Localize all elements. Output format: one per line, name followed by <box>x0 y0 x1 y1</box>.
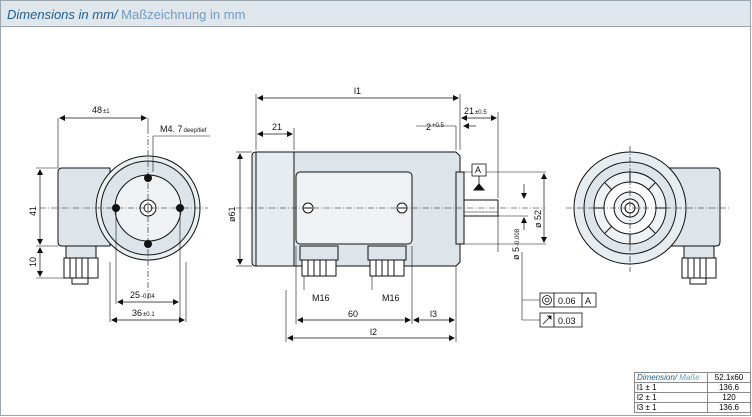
table-row-label: l2 ± 1 <box>634 392 708 403</box>
table-row: l3 ± 1 136.6 <box>634 402 751 413</box>
concentricity-datum: A <box>585 296 591 306</box>
table-header-label: Dimension/ Maße <box>634 372 708 383</box>
table-row-value: 120 <box>707 392 751 403</box>
dia-5-dim: ø 5-0.008 <box>511 228 521 260</box>
page-title: Dimensions in mm/ Maßzeichnung in mm <box>7 7 246 22</box>
table-row-label: l3 ± 1 <box>634 402 708 413</box>
table-row-label: l1 ± 1 <box>634 382 708 393</box>
title-bar: Dimensions in mm/ Maßzeichnung in mm <box>1 1 750 27</box>
dia-61-dim: ø61 <box>227 206 237 222</box>
dim-21-right: 21±0.5 <box>464 106 487 116</box>
thread-callout: M4. 7deep/tief <box>160 124 207 134</box>
dim-60: 60 <box>348 309 358 319</box>
table-row: l2 ± 1 120 <box>634 392 751 403</box>
concentricity-frame <box>539 292 597 308</box>
connector-label-2: M16 <box>382 293 400 303</box>
dia-52-dim: ø 52 <box>533 210 543 228</box>
dimension-table: Dimension/ Maße 52.1x60 l1 ± 1 136.6 l2 … <box>634 372 751 413</box>
runout-frame <box>539 312 583 328</box>
front-width-dim: 48±1 <box>92 105 110 115</box>
table-header-value: 52.1x60 <box>707 372 751 383</box>
concentricity-value: 0.06 <box>558 296 576 306</box>
front-offset-dim: 10 <box>28 257 38 267</box>
front-view <box>36 115 210 323</box>
runout-value: 0.03 <box>558 316 576 326</box>
table-row-value: 136.6 <box>707 382 751 393</box>
table-header-row: Dimension/ Maße 52.1x60 <box>634 372 751 383</box>
flange-dim: 36±0.1 <box>132 308 155 318</box>
rear-view <box>566 146 730 285</box>
l3-dim: l3 <box>430 309 437 319</box>
table-row-value: 136.6 <box>707 402 751 413</box>
dim-21-top: 21 <box>272 122 282 132</box>
side-view <box>236 94 547 342</box>
dim-2: 2+0.5 <box>426 122 445 132</box>
connector-label-1: M16 <box>312 293 330 303</box>
front-height-dim: 41 <box>28 206 38 216</box>
l1-dim: l1 <box>354 86 361 96</box>
table-row: l1 ± 1 136.6 <box>634 382 751 393</box>
datum-a-label: A <box>475 165 481 175</box>
bolt-circle-dim: 25-0.04 <box>130 290 155 300</box>
l2-dim: l2 <box>370 327 377 337</box>
